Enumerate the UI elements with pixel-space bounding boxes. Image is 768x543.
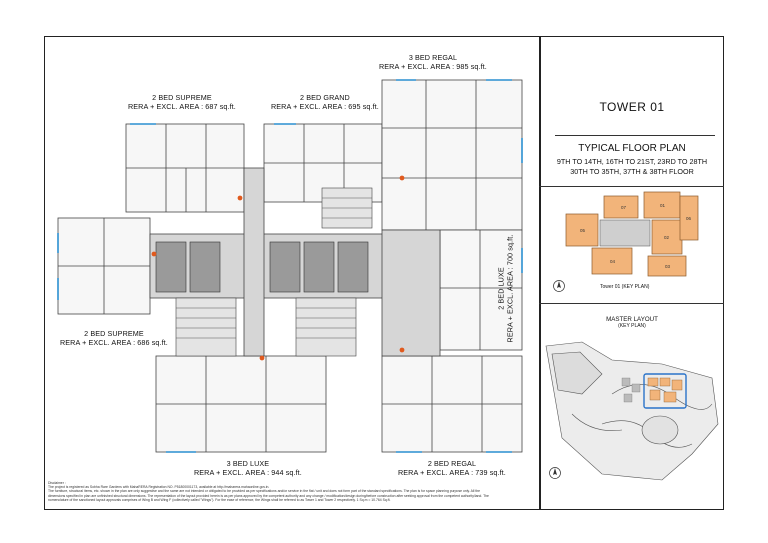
keyplan-rule (539, 303, 724, 304)
unit-name: 2 BED REGAL (427, 459, 477, 468)
unit-area: RERA + EXCL. AREA : 739 sq.ft. (398, 467, 506, 477)
disclaimer-line-3: dimensions specified in plan are unfinis… (48, 493, 489, 498)
master-layout-subheading: (KEY PLAN) (618, 323, 646, 329)
key-plan-unit-06: 06 (686, 216, 692, 221)
north-arrow-icon (553, 280, 565, 292)
unit-area: RERA + EXCL. AREA : 695 sq.ft. (271, 101, 379, 111)
unit-name: 3 BED LUXE (226, 459, 270, 468)
master-north-arrow-icon (549, 467, 561, 479)
unit-name: 2 BED SUPREME (84, 329, 144, 338)
sheet-frame (44, 36, 724, 510)
typical-floor-plan-title: TYPICAL FLOOR PLAN (578, 143, 686, 154)
unit-name: 2 BED SUPREME (152, 93, 212, 102)
unit-name: 2 BED GRAND (300, 93, 350, 102)
unit-label-2bed-luxe-right: 2 BED LUXE RERA + EXCL. AREA : 700 sq.ft… (496, 234, 514, 343)
disclaimer-title: Disclaimer : (48, 481, 66, 485)
master-layout-heading: MASTER LAYOUT (606, 316, 658, 323)
disclaimer-line-1: The project is registered as Sobha Rare … (48, 485, 270, 490)
unit-label-2bed-supreme-left: 2 BED SUPREME RERA + EXCL. AREA : 686 sq… (60, 329, 168, 347)
unit-area: RERA + EXCL. AREA : 944 sq.ft. (194, 467, 302, 477)
master-layout-map (542, 334, 722, 484)
unit-label-2bed-grand: 2 BED GRAND RERA + EXCL. AREA : 695 sq.f… (271, 93, 379, 111)
unit-name: 3 BED REGAL (408, 53, 458, 62)
key-plan-unit-02: 02 (664, 235, 670, 240)
disclaimer: Disclaimer : The project is registered a… (48, 481, 536, 502)
floors-rule (539, 186, 724, 187)
unit-label-2bed-regal-bottom: 2 BED REGAL RERA + EXCL. AREA : 739 sq.f… (398, 459, 506, 477)
unit-label-2bed-supreme-top: 2 BED SUPREME RERA + EXCL. AREA : 687 sq… (128, 93, 236, 111)
key-plan-unit-07: 07 (621, 205, 627, 210)
key-plan-unit-04: 04 (610, 259, 616, 264)
tower-key-plan: 07 01 05 02 04 03 06 (565, 191, 699, 277)
master-layout-title: MASTER LAYOUT (KEY PLAN) (548, 316, 716, 330)
unit-label-3bed-regal-top: 3 BED REGAL RERA + EXCL. AREA : 985 sq.f… (379, 53, 487, 71)
floor-range-line-1: 9TH TO 14TH, 16TH TO 21ST, 23RD TO 28TH (556, 157, 708, 166)
floor-range: 9TH TO 14TH, 16TH TO 21ST, 23RD TO 28TH … (548, 157, 716, 177)
key-plan-caption: Tower 01 (KEY PLAN) (600, 284, 650, 290)
disclaimer-line-2: The furniture, structural items, etc. sh… (48, 489, 481, 494)
key-plan-unit-01: 01 (660, 203, 666, 208)
key-plan-unit-05: 05 (580, 228, 586, 233)
unit-area: RERA + EXCL. AREA : 700 sq.ft. (504, 234, 514, 343)
title-rule (555, 135, 715, 136)
tower-title: TOWER 01 (599, 100, 665, 114)
unit-area: RERA + EXCL. AREA : 985 sq.ft. (379, 61, 487, 71)
sheet-divider (539, 36, 541, 510)
unit-label-3bed-luxe-bottom: 3 BED LUXE RERA + EXCL. AREA : 944 sq.ft… (194, 459, 302, 477)
floor-range-line-2: 30TH TO 35TH, 37TH & 38TH FLOOR (570, 167, 694, 176)
typical-floor-plan-drawing (57, 79, 523, 453)
key-plan-unit-03: 03 (665, 264, 671, 269)
unit-area: RERA + EXCL. AREA : 686 sq.ft. (60, 337, 168, 347)
unit-area: RERA + EXCL. AREA : 687 sq.ft. (128, 101, 236, 111)
disclaimer-line-4: nomenclature of the sanctioned layout ap… (48, 497, 391, 502)
